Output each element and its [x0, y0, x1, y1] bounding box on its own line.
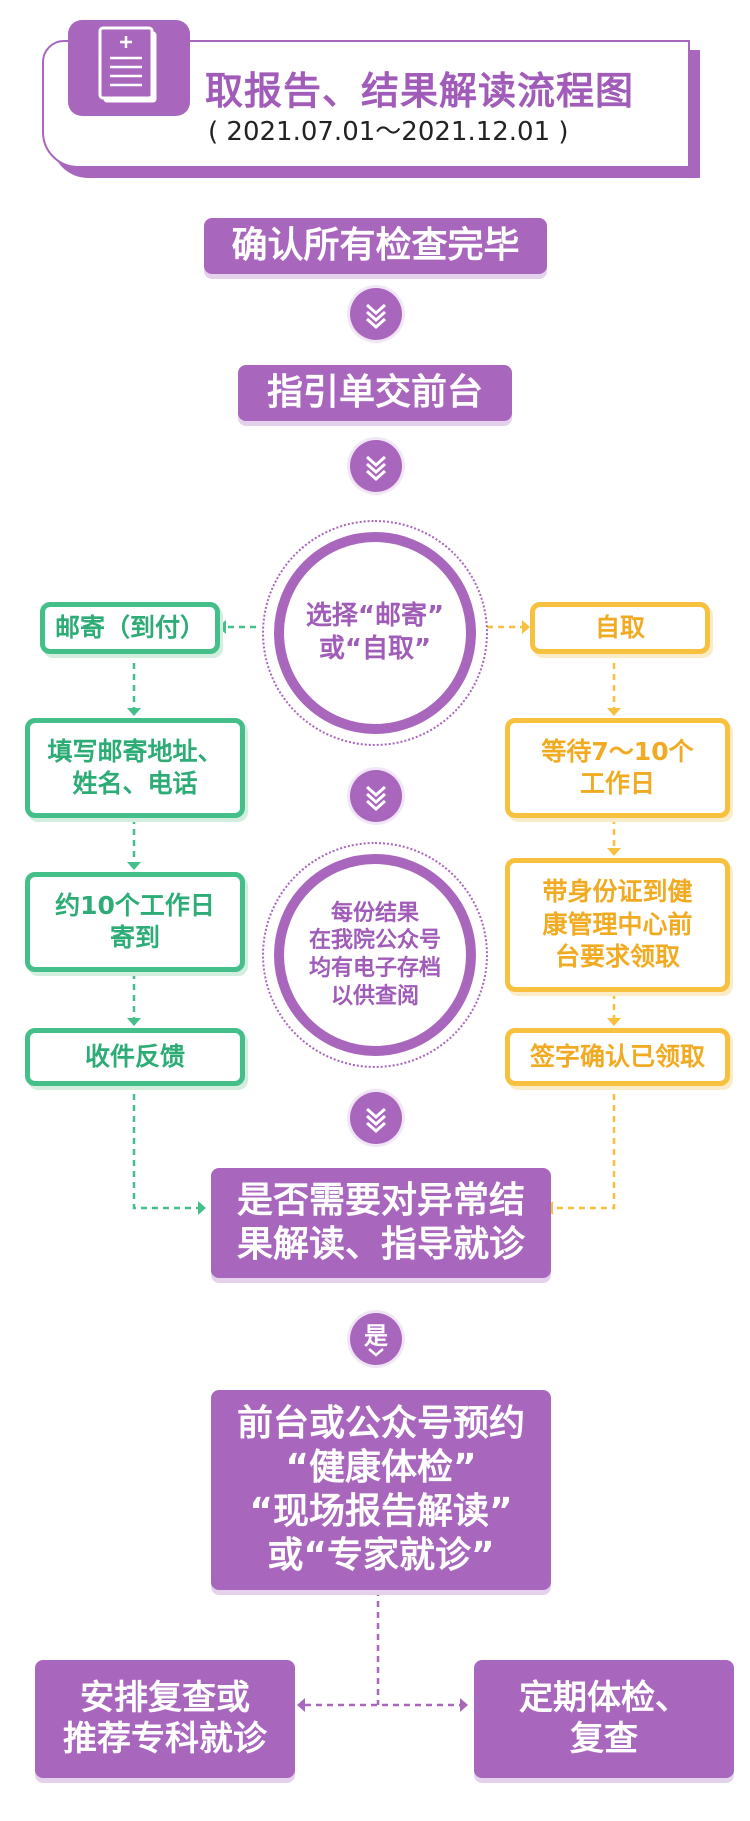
outcome-regular-checkup: 定期体检、 复查 — [474, 1660, 734, 1778]
chevron-down-icon — [368, 1348, 384, 1357]
pickup-option-box: 自取 — [530, 602, 710, 654]
yes-badge: 是 — [350, 1313, 402, 1365]
yes-label: 是 — [364, 1322, 388, 1350]
pickup-step-collect-at-desk: 带身份证到健 康管理中心前 台要求领取 — [505, 858, 730, 992]
chevron-down-icon — [350, 1092, 402, 1144]
chevron-down-icon — [350, 770, 402, 822]
booking-step: 前台或公众号预约 “健康体检” “现场报告解读” 或“专家就诊” — [211, 1390, 551, 1590]
question-interpretation-needed: 是否需要对异常结 果解读、指导就诊 — [211, 1168, 551, 1278]
mail-step-receipt-feedback: 收件反馈 — [25, 1028, 245, 1086]
choice-circle-ring — [262, 520, 488, 746]
chevron-down-icon — [350, 440, 402, 492]
step-confirm-exams: 确认所有检查完毕 — [204, 218, 547, 274]
mail-step-fill-address: 填写邮寄地址、 姓名、电话 — [25, 718, 245, 818]
step-hand-in-form: 指引单交前台 — [238, 365, 512, 421]
mail-step-delivery-time: 约10个工作日 寄到 — [25, 872, 245, 972]
choice-circle: 选择“邮寄” 或“自取” — [274, 532, 476, 734]
page-title: 取报告、结果解读流程图 — [205, 69, 635, 113]
archive-circle-ring — [262, 842, 488, 1068]
date-range: ( 2021.07.01～2021.12.01 ) — [208, 117, 569, 147]
mail-option-box: 邮寄（到付） — [40, 602, 220, 654]
outcome-recheck-referral: 安排复查或 推荐专科就诊 — [35, 1660, 295, 1778]
document-icon — [68, 20, 190, 116]
pickup-step-sign-confirm: 签字确认已领取 — [505, 1028, 730, 1086]
archive-note-circle: 每份结果 在我院公众号 均有电子存档 以供查阅 — [274, 854, 476, 1056]
pickup-step-wait: 等待7～10个 工作日 — [505, 718, 730, 818]
chevron-down-icon — [350, 288, 402, 340]
